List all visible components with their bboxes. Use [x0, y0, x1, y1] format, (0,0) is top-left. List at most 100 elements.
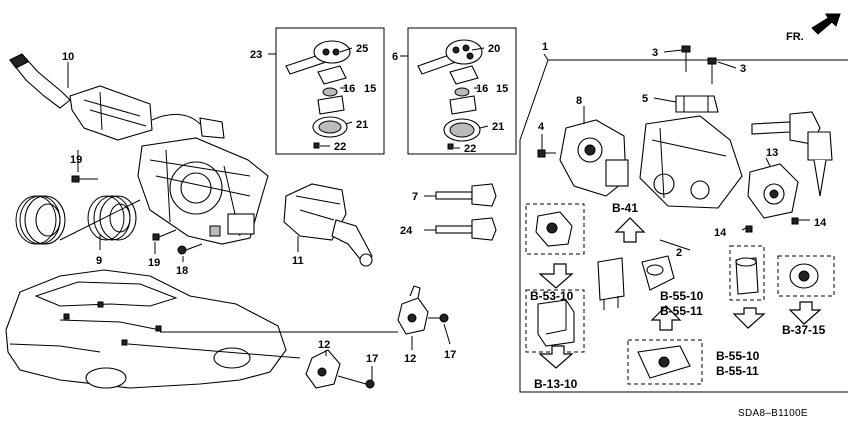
ref-b-55-10-upper: B-55-10: [660, 289, 704, 303]
ref-b-55-11-lower: B-55-11: [716, 364, 759, 378]
bolt-17-left: [337, 375, 375, 389]
callout-19-upper: 19: [70, 154, 82, 166]
callout-7: 7: [412, 191, 418, 203]
callout-15-left: 15: [364, 83, 376, 95]
wiper-switch-11: [283, 183, 373, 267]
transmitter-key-20: [417, 39, 483, 75]
callout-8: 8: [576, 95, 582, 107]
callout-4: 4: [538, 121, 545, 133]
cylinder-b55-lower: [637, 345, 691, 379]
sensor-12-left: [305, 349, 341, 389]
callout-3-right: 3: [740, 63, 746, 75]
leader-1: [543, 53, 549, 61]
arrow-down-b55-right: [732, 307, 766, 329]
callout-13: 13: [766, 147, 778, 159]
callout-16-left: 16: [343, 83, 355, 95]
callout-21-right: 21: [492, 121, 504, 133]
leader-car-12a: [127, 343, 301, 359]
screw-22-right: [447, 143, 454, 150]
callout-17-right: 17: [444, 349, 456, 361]
cylinder-b37: [789, 263, 819, 289]
subpart-box-b37: [777, 255, 835, 297]
callout-15-right: 15: [496, 83, 508, 95]
bolt-3-left: [681, 45, 691, 72]
callout-leaders: [59, 47, 810, 380]
callout-18: 18: [176, 265, 188, 277]
bracket-5: [675, 95, 719, 113]
callout-23: 23: [250, 49, 262, 61]
key-kit-box-6: [407, 27, 517, 155]
callout-17-left: 17: [366, 353, 378, 365]
arrow-down-b37: [788, 301, 822, 325]
callout-14-right: 14: [814, 217, 827, 229]
callout-20: 20: [488, 43, 500, 55]
ref-b-55-10-lower: B-55-10: [716, 349, 760, 363]
callout-11: 11: [292, 255, 304, 267]
cylinder-b55-right: [735, 257, 759, 295]
subpart-box-b53: [525, 203, 585, 255]
callout-25: 25: [356, 43, 368, 55]
combination-switch-lever: [9, 53, 225, 141]
callout-12-left: 12: [318, 339, 330, 351]
bolt-4: [537, 149, 556, 158]
blank-key-7: [435, 183, 497, 207]
callout-9: 9: [96, 255, 102, 267]
sensor-12-right: [397, 285, 429, 335]
callout-22-left: 22: [334, 141, 346, 153]
screw-19-upper: [71, 175, 98, 183]
key-board-16-right: [449, 65, 479, 115]
ref-b-37-15: B-37-15: [782, 323, 826, 337]
relay-b13: [537, 299, 575, 347]
subpart-box-b55-lower: [627, 339, 703, 385]
screw-22-left: [313, 142, 320, 149]
leader-2: [659, 239, 691, 251]
front-label: FR.: [786, 31, 804, 43]
callout-21-left: 21: [356, 119, 368, 131]
key-board-16-left: [317, 65, 347, 115]
arrow-down-b13: [538, 345, 574, 369]
lock-housing: [639, 115, 743, 209]
callout-2: 2: [676, 247, 682, 259]
callout-16-right: 16: [476, 83, 488, 95]
ref-b-55-11-upper: B-55-11: [660, 304, 703, 318]
bolt-18: [177, 243, 203, 255]
key-kit-box-23: [275, 27, 385, 155]
steering-lock-8: [559, 119, 629, 197]
cylinder-set-outline: [519, 59, 848, 393]
transmitter-key-25: [285, 40, 351, 75]
cable-reel-assembly: [137, 137, 269, 245]
bolt-3-right: [707, 57, 717, 84]
coil-ring-left: [15, 195, 66, 245]
key-cover-21-right: [443, 118, 481, 142]
ref-b-13-10: B-13-10: [534, 377, 578, 391]
front-direction-arrow: [811, 13, 841, 35]
screw-19-lower: [152, 229, 177, 241]
screw-14-right: [791, 217, 799, 225]
ref-b-53-10: B-53-10: [530, 289, 574, 303]
callout-24: 24: [400, 225, 413, 237]
callout-5: 5: [642, 93, 648, 105]
callout-3-left: 3: [652, 47, 658, 59]
key-cover-21-left: [312, 116, 348, 138]
blank-key-24: [435, 217, 497, 241]
callout-22-right: 22: [464, 143, 476, 155]
callout-19-lower: 19: [148, 257, 160, 269]
subpart-b53: [535, 211, 573, 247]
subpart-box-b55-right: [729, 245, 765, 301]
coil-ring-right: [87, 195, 137, 241]
callout-6: 6: [392, 51, 398, 63]
diagram-code: SDA8–B1100E: [738, 408, 808, 419]
switch-b41-lower: [597, 257, 625, 310]
screw-14-left: [745, 225, 753, 233]
cylinder-b55-upper: [641, 255, 675, 291]
door-cylinder-13: [747, 163, 799, 219]
callout-12-right: 12: [404, 353, 416, 365]
callout-1: 1: [542, 41, 548, 53]
arrow-up-b41: [614, 217, 646, 243]
ignition-keys: [751, 111, 833, 197]
callout-14-left: 14: [714, 227, 727, 239]
bolt-17-right: [428, 313, 449, 323]
arrow-up-b55: [650, 305, 682, 331]
